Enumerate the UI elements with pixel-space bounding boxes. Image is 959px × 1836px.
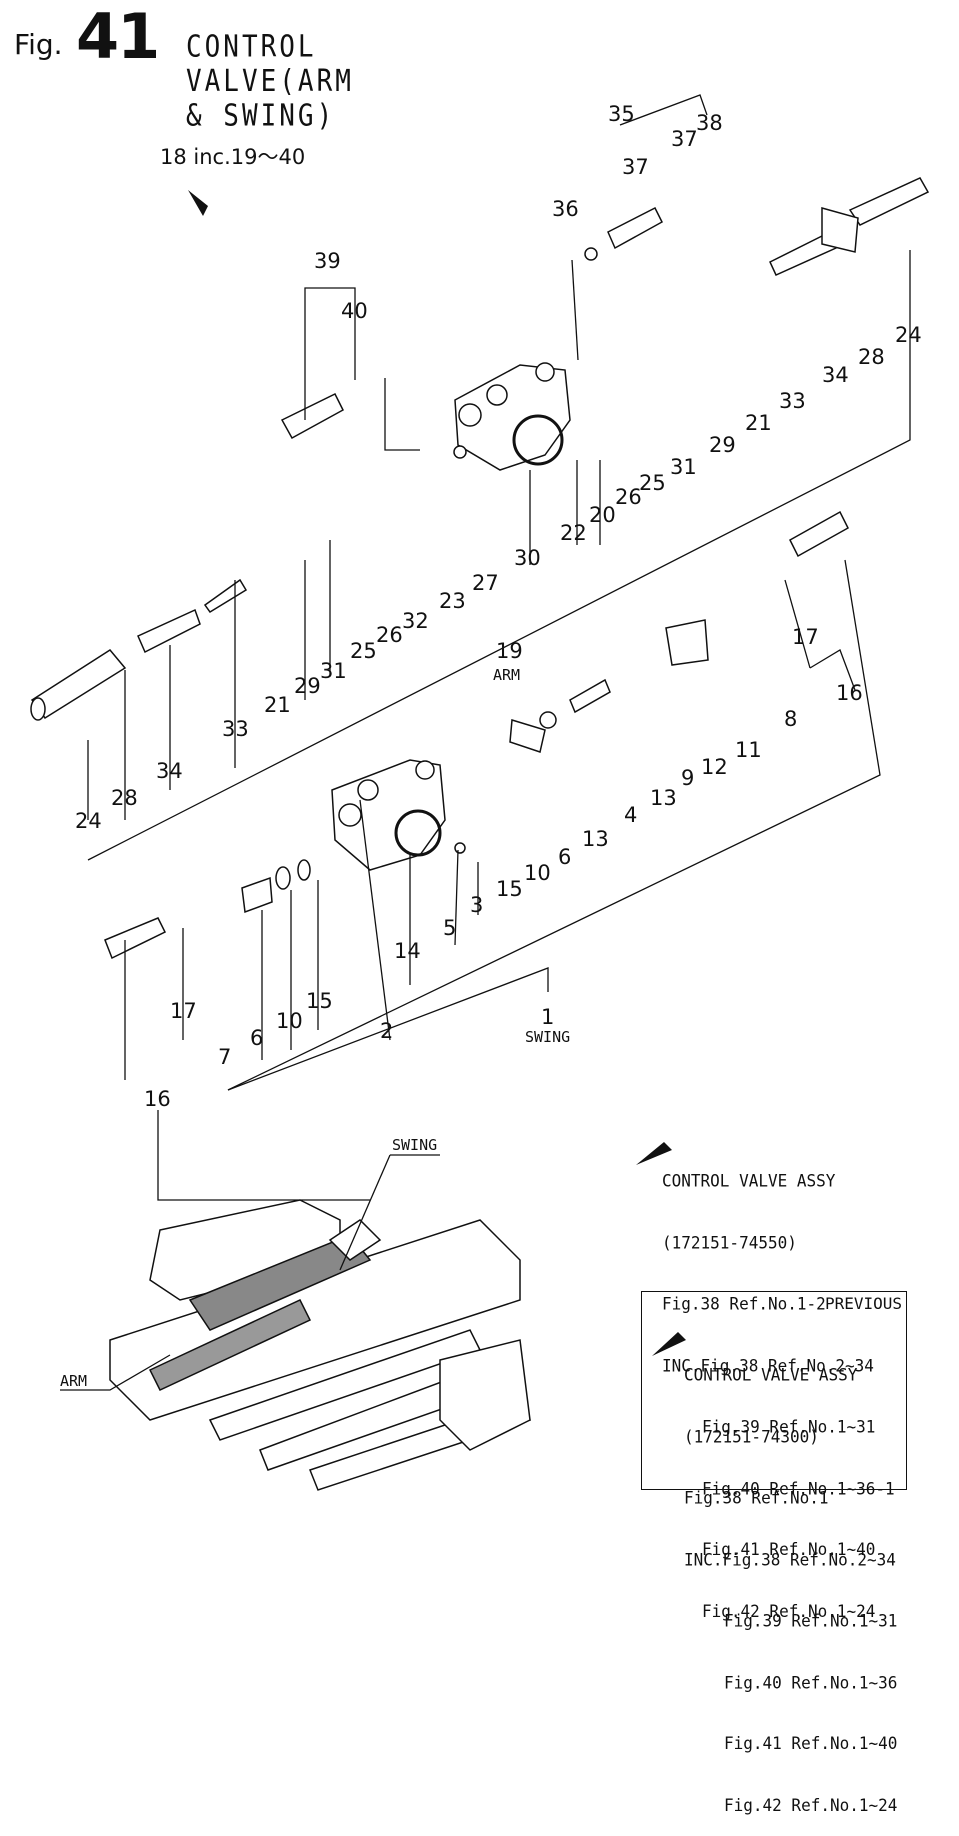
callout: 24 bbox=[895, 323, 922, 347]
callout: 7 bbox=[218, 1045, 231, 1069]
previous-badge: PREVIOUS bbox=[824, 1294, 902, 1313]
relief-valve-35 bbox=[584, 206, 663, 261]
callout: 33 bbox=[222, 717, 249, 741]
relief-valve-16-right bbox=[789, 510, 849, 558]
overview-swing-label: SWING bbox=[392, 1136, 437, 1154]
callout: 31 bbox=[670, 455, 697, 479]
pointer-arrow-icon bbox=[188, 190, 208, 216]
ref-line: INC.Fig.38 Ref.No.2~34 bbox=[684, 1549, 896, 1570]
callout: 37 bbox=[671, 127, 698, 151]
callout: 2 bbox=[380, 1019, 393, 1043]
callout: 14 bbox=[394, 939, 421, 963]
arm-spool-left bbox=[30, 578, 248, 721]
swing-label: SWING bbox=[525, 1028, 570, 1046]
fig-prefix: Fig. bbox=[14, 28, 63, 61]
callout: 13 bbox=[582, 827, 609, 851]
callout: 15 bbox=[306, 989, 333, 1013]
swing-valve-body bbox=[331, 759, 466, 871]
callout: 28 bbox=[111, 786, 138, 810]
callout: 36 bbox=[552, 197, 579, 221]
callout: 5 bbox=[443, 916, 456, 940]
callout: 32 bbox=[402, 609, 429, 633]
callout: 10 bbox=[524, 861, 551, 885]
assy-part-no: (172151-74550) bbox=[662, 1232, 797, 1253]
callout: 27 bbox=[472, 571, 499, 595]
callout: 13 bbox=[650, 786, 677, 810]
callout: 17 bbox=[170, 999, 197, 1023]
callout: 40 bbox=[341, 299, 368, 323]
callout: 15 bbox=[496, 877, 523, 901]
ref-line: Fig.40 Ref.No.1~36 bbox=[724, 1672, 898, 1693]
callout: 29 bbox=[294, 674, 321, 698]
leader-lines bbox=[87, 94, 911, 1201]
callout: 26 bbox=[376, 623, 403, 647]
callout: 34 bbox=[822, 363, 849, 387]
callout: 29 bbox=[709, 433, 736, 457]
callout: 30 bbox=[514, 546, 541, 570]
callout: 38 bbox=[696, 111, 723, 135]
callout: 35 bbox=[608, 102, 635, 126]
callout: 21 bbox=[264, 693, 291, 717]
callout: 12 bbox=[701, 755, 728, 779]
callout: 39 bbox=[314, 249, 341, 273]
ref-line: INC.Fig.38 Ref.No.2~34 bbox=[662, 1355, 874, 1376]
ref-line: Fig.42 Ref.No.1~24 bbox=[724, 1794, 898, 1815]
callout: 16 bbox=[836, 681, 863, 705]
callout: 6 bbox=[250, 1026, 263, 1050]
callout: 26 bbox=[615, 485, 642, 509]
callout: 37 bbox=[622, 155, 649, 179]
assy-title: CONTROL VALVE ASSY bbox=[684, 1364, 858, 1385]
arm-valve-body bbox=[453, 362, 571, 471]
note-arrow-icon bbox=[652, 1332, 686, 1356]
callout: 3 bbox=[470, 893, 483, 917]
figure-title: CONTROL VALVE(ARM & SWING) bbox=[186, 30, 354, 134]
callout: 22 bbox=[560, 521, 587, 545]
ref-line: Fig.39 Ref.No.1~31 bbox=[702, 1416, 876, 1437]
note-arrow-icon bbox=[636, 1142, 672, 1165]
callout: 33 bbox=[779, 389, 806, 413]
exploded-parts-diagram: 18 inc.19～40 bbox=[30, 94, 930, 1491]
callout: 8 bbox=[784, 707, 797, 731]
callout: 17 bbox=[792, 625, 819, 649]
callout: 23 bbox=[439, 589, 466, 613]
callout: 24 bbox=[75, 809, 102, 833]
assembly-overview: SWING ARM bbox=[60, 1136, 532, 1491]
callout: 25 bbox=[639, 471, 666, 495]
ref-line: Fig.41 Ref.No.1~40 bbox=[724, 1733, 898, 1754]
assy-title: CONTROL VALVE ASSY bbox=[662, 1170, 836, 1191]
callout: 31 bbox=[320, 659, 347, 683]
callout: 16 bbox=[144, 1087, 171, 1111]
ref-line: Fig.38 Ref.No.1 bbox=[684, 1487, 829, 1508]
previous-assy-note: CONTROL VALVE ASSY (172151-74300) Fig.38… bbox=[684, 1324, 897, 1836]
arm-label: ARM bbox=[493, 666, 520, 684]
swing-cover-left bbox=[241, 859, 311, 914]
callout: 20 bbox=[589, 503, 616, 527]
relief-valve-16-left bbox=[104, 917, 167, 960]
assy-part-no: (172151-74300) bbox=[684, 1426, 819, 1447]
callout: 10 bbox=[276, 1009, 303, 1033]
callout: 1 bbox=[541, 1005, 554, 1029]
callout: 34 bbox=[156, 759, 183, 783]
callout: 28 bbox=[858, 345, 885, 369]
group-ref: 18 inc.19～40 bbox=[160, 145, 305, 169]
arm-spool-right bbox=[769, 177, 930, 276]
callout: 6 bbox=[558, 845, 571, 869]
callout: 19 bbox=[496, 639, 523, 663]
previous-assy-box: PREVIOUS bbox=[641, 1291, 907, 1490]
callout: 9 bbox=[681, 766, 694, 790]
ref-line: Fig.40 Ref.No.1~36-1 bbox=[702, 1478, 895, 1499]
callout: 4 bbox=[624, 803, 637, 827]
ref-line: Fig.38 Ref.No.1-2 bbox=[662, 1293, 826, 1314]
callout: 25 bbox=[350, 639, 377, 663]
callout: 21 bbox=[745, 411, 772, 435]
callout-numbers: 35 37 38 37 36 39 40 24 28 34 33 21 29 3… bbox=[75, 102, 922, 1111]
swing-spool-parts bbox=[509, 619, 709, 753]
ref-line: Fig.39 Ref.No.1~31 bbox=[724, 1610, 898, 1631]
fig-number: 41 bbox=[76, 0, 160, 73]
overview-arm-label: ARM bbox=[60, 1372, 87, 1390]
relief-valve-39 bbox=[280, 392, 344, 440]
callout: 11 bbox=[735, 738, 762, 762]
